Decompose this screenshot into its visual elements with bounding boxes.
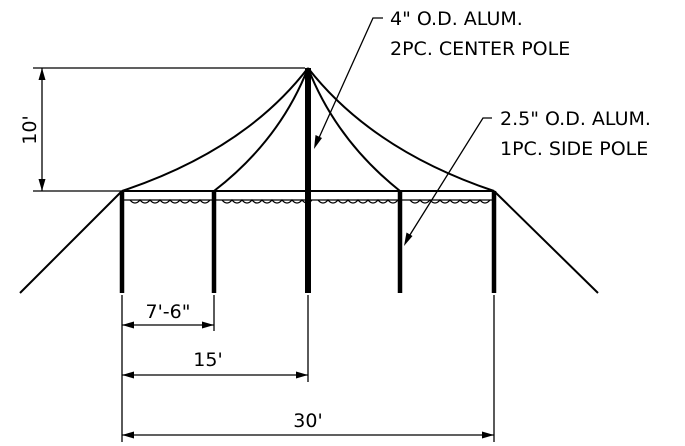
center-pole-callout: 4" O.D. ALUM. 2PC. CENTER POLE	[314, 8, 570, 149]
roof-canopy	[121, 67, 495, 192]
full-width-dimension: 30'	[121, 295, 495, 442]
half-width-arrow-left	[122, 371, 134, 379]
half-width-dimension-label: 15'	[193, 349, 222, 371]
center-pole-leader-arrow	[314, 135, 322, 149]
full-width-dimension-label: 30'	[293, 410, 322, 432]
full-width-arrow-left	[122, 431, 134, 439]
poles	[119, 68, 497, 293]
height-dimension: 10'	[19, 67, 305, 192]
guy-rope-left	[19, 190, 123, 294]
roof-curve-left-inner	[213, 67, 309, 192]
center-pole-leader	[317, 17, 383, 141]
valance-scallops	[129, 198, 491, 204]
guy-rope-right	[493, 190, 599, 294]
height-dimension-label: 10'	[19, 115, 41, 144]
roof-curve-left-outer	[121, 67, 309, 192]
roof-curve-right-inner	[307, 67, 401, 192]
side-pole-label-line2: 1PC. SIDE POLE	[500, 138, 648, 160]
spacing-arrow-right	[202, 321, 214, 329]
height-arrow-bottom	[38, 179, 46, 191]
pole-spacing-dimension: 7'-6"	[121, 295, 215, 331]
half-width-arrow-right	[296, 371, 308, 379]
side-pole-leader-arrow	[404, 232, 413, 246]
center-pole-label-line2: 2PC. CENTER POLE	[390, 38, 570, 60]
side-pole-callout: 2.5" O.D. ALUM. 1PC. SIDE POLE	[404, 108, 651, 246]
half-width-dimension: 15'	[121, 295, 309, 382]
guy-ropes	[19, 190, 599, 294]
side-pole-leader	[407, 117, 492, 239]
roof-curve-right-outer	[307, 67, 495, 192]
side-pole-label-line1: 2.5" O.D. ALUM.	[500, 108, 651, 130]
spacing-arrow-left	[122, 321, 134, 329]
spacing-dimension-label: 7'-6"	[146, 301, 191, 323]
height-arrow-top	[38, 68, 46, 80]
full-width-arrow-right	[482, 431, 494, 439]
center-pole-label-line1: 4" O.D. ALUM.	[390, 8, 523, 30]
